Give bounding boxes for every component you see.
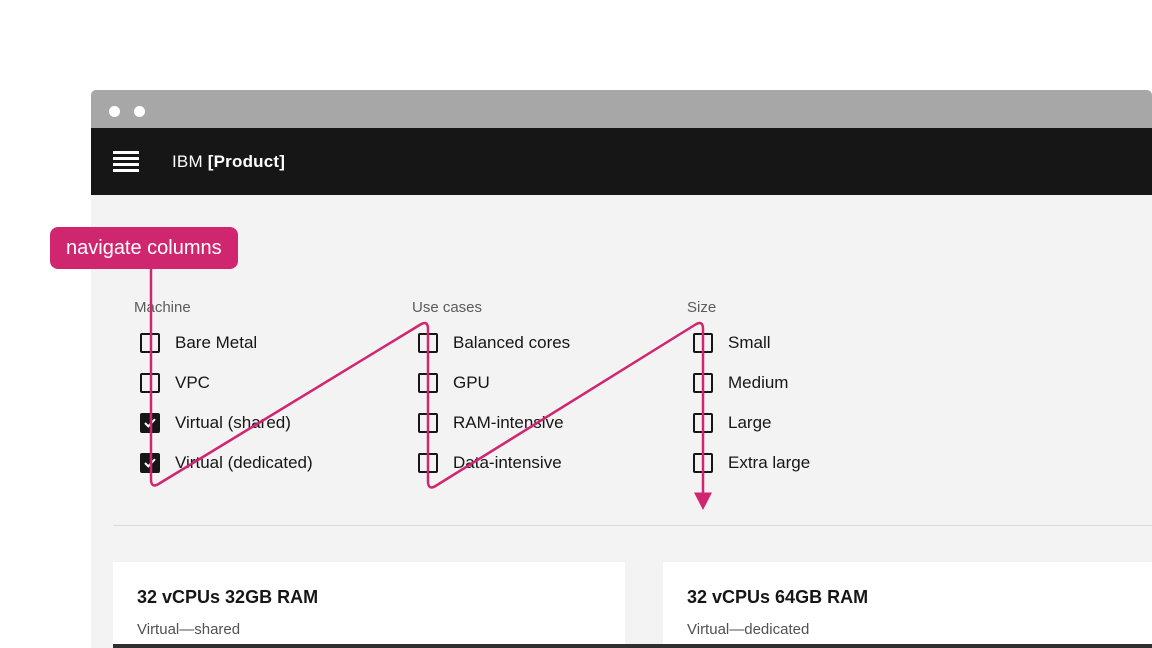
checkbox[interactable] bbox=[140, 453, 160, 473]
filter-column-machine: Machine Bare Metal VPC Virtual (shared) … bbox=[134, 298, 313, 483]
checkbox[interactable] bbox=[140, 413, 160, 433]
checkbox[interactable] bbox=[418, 373, 438, 393]
checkbox-option[interactable]: RAM-intensive bbox=[418, 403, 570, 443]
checkbox-label: VPC bbox=[175, 373, 210, 392]
column-title: Size bbox=[687, 299, 717, 316]
card-title: 32 vCPUs 64GB RAM bbox=[687, 587, 869, 607]
hamburger-menu-icon bbox=[113, 157, 139, 160]
checkbox-label: Large bbox=[728, 413, 772, 432]
checkbox-label: GPU bbox=[453, 373, 490, 392]
hamburger-menu-icon bbox=[113, 151, 139, 154]
page-content: Machine Bare Metal VPC Virtual (shared) … bbox=[91, 195, 1152, 648]
checkbox-label: Extra large bbox=[728, 453, 811, 472]
checkbox-option[interactable]: Small bbox=[693, 323, 810, 363]
checkbox-label: Medium bbox=[728, 373, 789, 392]
window-titlebar bbox=[91, 90, 1152, 128]
column-title: Machine bbox=[134, 299, 191, 316]
hamburger-menu-icon bbox=[113, 163, 139, 166]
brand-prefix: IBM bbox=[172, 151, 203, 171]
checkbox-option[interactable]: Large bbox=[693, 403, 810, 443]
checkbox-label: Bare Metal bbox=[175, 333, 258, 352]
checkbox-option[interactable]: Virtual (dedicated) bbox=[140, 443, 313, 483]
checkbox[interactable] bbox=[418, 333, 438, 353]
checkbox-label: Balanced cores bbox=[453, 333, 571, 352]
checkbox-option[interactable]: Extra large bbox=[693, 443, 810, 483]
checkbox[interactable] bbox=[418, 413, 438, 433]
window-dot-icon bbox=[109, 106, 120, 117]
checkbox-label: Data-intensive bbox=[453, 453, 562, 472]
checkbox[interactable] bbox=[693, 333, 713, 353]
annotation-label: navigate columns bbox=[50, 227, 238, 269]
checkbox[interactable] bbox=[693, 373, 713, 393]
checkbox-option[interactable]: Medium bbox=[693, 363, 810, 403]
checkbox[interactable] bbox=[140, 373, 160, 393]
checkbox[interactable] bbox=[693, 413, 713, 433]
brand-product: [Product] bbox=[207, 151, 286, 171]
checkbox-label: Virtual (shared) bbox=[175, 413, 291, 432]
filter-column-size: Size Small Medium Large Extra large bbox=[687, 298, 810, 483]
checkbox-label: RAM-intensive bbox=[453, 413, 564, 432]
card-subtitle: Virtual—shared bbox=[137, 621, 241, 638]
checkbox[interactable] bbox=[418, 453, 438, 473]
app-header: IBM [Product] bbox=[91, 128, 1152, 195]
cutoff-element-strip bbox=[113, 644, 1152, 648]
checkbox-option[interactable]: Virtual (shared) bbox=[140, 403, 313, 443]
card-subtitle: Virtual—dedicated bbox=[687, 621, 810, 638]
menu-button[interactable] bbox=[113, 151, 139, 172]
result-card[interactable]: 32 vCPUs 32GB RAM Virtual—shared bbox=[113, 562, 625, 648]
hamburger-menu-icon bbox=[113, 169, 139, 172]
checkbox-option[interactable]: Data-intensive bbox=[418, 443, 570, 483]
checkbox[interactable] bbox=[693, 453, 713, 473]
brand-title: IBM [Product] bbox=[172, 152, 285, 172]
checkbox-label: Virtual (dedicated) bbox=[175, 453, 313, 472]
checkbox[interactable] bbox=[140, 333, 160, 353]
checkbox-option[interactable]: Bare Metal bbox=[140, 323, 313, 363]
checkbox-label: Small bbox=[728, 333, 771, 352]
result-card[interactable]: 32 vCPUs 64GB RAM Virtual—dedicated bbox=[663, 562, 1152, 648]
checkbox-option[interactable]: GPU bbox=[418, 363, 570, 403]
column-title: Use cases bbox=[412, 299, 483, 316]
section-divider bbox=[113, 525, 1152, 526]
card-title: 32 vCPUs 32GB RAM bbox=[137, 587, 319, 607]
browser-window: IBM [Product] Machine Bare Metal VPC Vir… bbox=[91, 90, 1152, 648]
window-dot-icon bbox=[134, 106, 145, 117]
checkbox-option[interactable]: Balanced cores bbox=[418, 323, 570, 363]
checkbox-option[interactable]: VPC bbox=[140, 363, 313, 403]
filter-column-use-cases: Use cases Balanced cores GPU RAM-intensi… bbox=[412, 298, 570, 483]
